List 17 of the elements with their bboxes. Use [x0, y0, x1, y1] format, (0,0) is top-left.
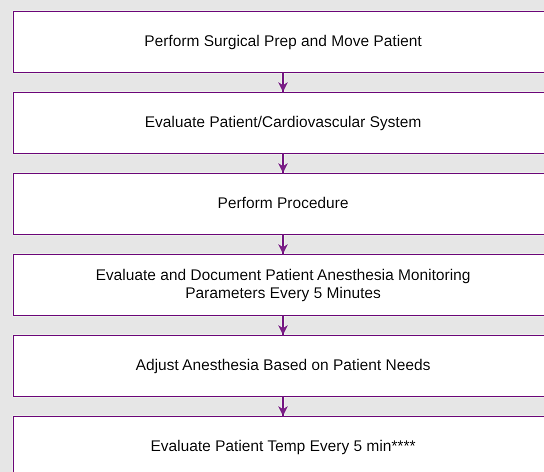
- process-box: [13, 173, 544, 235]
- arrow: [278, 235, 288, 254]
- process-box: [13, 11, 544, 73]
- step-text: Adjust Anesthesia Based on Patient Needs: [136, 356, 430, 376]
- process-box: [13, 254, 544, 316]
- arrow: [278, 154, 288, 173]
- step-text: Evaluate Patient Temp Every 5 min****: [150, 438, 416, 456]
- arrow: [278, 397, 288, 416]
- step-text: Evaluate and Document Patient Anesthesia Monitoring Parameters Every 5 Minutes: [94, 266, 472, 304]
- process-box: [13, 335, 544, 397]
- arrow: [278, 73, 288, 92]
- step-text: Perform Surgical Prep and Move Patient: [144, 32, 422, 52]
- step-text: Perform Procedure: [218, 194, 348, 214]
- process-box: [13, 92, 544, 154]
- step-text: Evaluate Patient/Cardiovascular System: [144, 114, 422, 132]
- process-box: [13, 416, 544, 472]
- arrow: [278, 316, 288, 335]
